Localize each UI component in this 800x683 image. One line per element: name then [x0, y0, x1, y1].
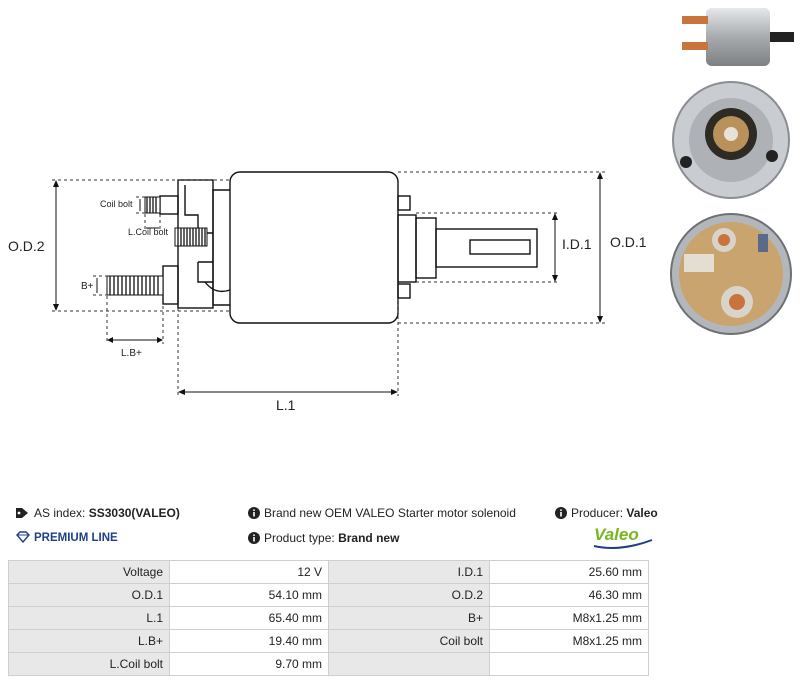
spec-value: 25.60 mm: [489, 560, 649, 584]
od2-label: O.D.2: [8, 238, 45, 254]
as-index-value: SS3030(VALEO): [88, 506, 180, 520]
l-coil-bolt-label: L.Coil bolt: [128, 227, 169, 237]
solenoid-diagram: O.D.2 O.D.1 I.D.1 L.1 Coil bolt L.Coil b…: [8, 171, 647, 413]
spec-value: 65.40 mm: [169, 606, 329, 630]
od1-label: O.D.1: [610, 234, 647, 250]
product-photo-side: [682, 8, 794, 66]
producer: Producer: Valeo: [555, 506, 658, 520]
info-icon: [555, 507, 567, 519]
product-photo-front: [672, 81, 790, 199]
spec-value: M8x1.25 mm: [489, 629, 649, 653]
spec-label: Voltage: [8, 560, 170, 584]
as-index-label: AS index:: [34, 506, 86, 520]
info-icon: [248, 507, 260, 519]
svg-text:Valeo: Valeo: [594, 525, 639, 544]
id1-label: I.D.1: [562, 236, 592, 252]
spec-value: 46.30 mm: [489, 583, 649, 607]
spec-value: 19.40 mm: [169, 629, 329, 653]
spec-label: I.D.1: [328, 560, 490, 584]
premium-line-badge: PREMIUM LINE: [16, 531, 118, 544]
spec-value: M8x1.25 mm: [489, 606, 649, 630]
description-text: Brand new OEM VALEO Starter motor soleno…: [264, 506, 516, 520]
product-type-label: Product type:: [264, 531, 335, 545]
spec-value: 54.10 mm: [169, 583, 329, 607]
spec-label: Coil bolt: [328, 629, 490, 653]
spec-label: L.Coil bolt: [8, 652, 170, 676]
tag-icon: [16, 508, 28, 518]
info-icon: [248, 532, 260, 544]
spec-value: [489, 652, 649, 676]
spec-label: B+: [328, 606, 490, 630]
spec-label: O.D.2: [328, 583, 490, 607]
producer-label: Producer:: [571, 506, 624, 520]
product-type-value: Brand new: [338, 531, 400, 545]
spec-value: 12 V: [169, 560, 329, 584]
spec-value: 9.70 mm: [169, 652, 329, 676]
spec-label: L.B+: [8, 629, 170, 653]
valeo-logo: Valeo: [593, 525, 653, 549]
coil-bolt-label: Coil bolt: [100, 199, 133, 209]
diamond-icon: [16, 531, 30, 543]
lbplus-label: L.B+: [121, 348, 142, 359]
product-photo-rear: [670, 213, 792, 335]
spec-label: [328, 652, 490, 676]
product-description: Brand new OEM VALEO Starter motor soleno…: [248, 506, 516, 520]
as-index: AS index: SS3030(VALEO): [16, 506, 180, 520]
l1-label: L.1: [276, 397, 296, 413]
spec-label: O.D.1: [8, 583, 170, 607]
bplus-label: B+: [81, 281, 94, 292]
producer-value: Valeo: [626, 506, 658, 520]
product-type: Product type: Brand new: [248, 531, 399, 545]
premium-line-label: PREMIUM LINE: [34, 532, 118, 544]
spec-label: L.1: [8, 606, 170, 630]
